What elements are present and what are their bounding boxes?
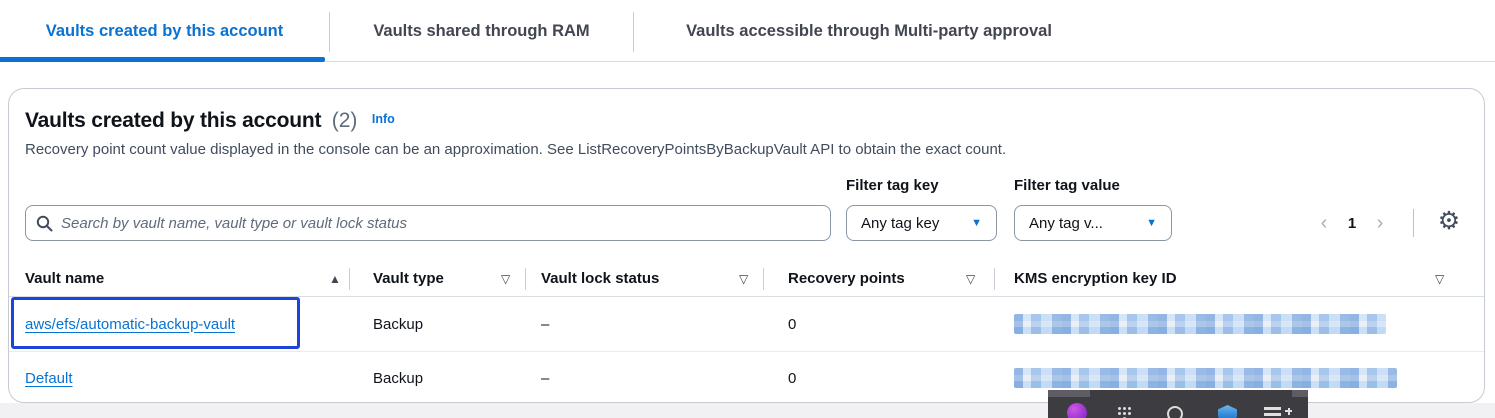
sort-icon[interactable]: ▽ bbox=[501, 272, 511, 286]
next-page-button[interactable]: › bbox=[1376, 212, 1384, 234]
kms-key-redacted-value bbox=[1014, 368, 1397, 388]
search-icon bbox=[36, 215, 53, 231]
tab-label: Vaults accessible through Multi-party ap… bbox=[686, 21, 1052, 40]
tag-value-selected-value: Any tag v... bbox=[1029, 214, 1103, 232]
column-divider bbox=[525, 268, 526, 290]
vault-link-aws-efs[interactable]: aws/efs/automatic-backup-vault bbox=[25, 315, 236, 333]
previous-page-button[interactable]: ‹ bbox=[1320, 212, 1328, 234]
column-divider bbox=[994, 268, 995, 290]
circle-app-icon[interactable] bbox=[1167, 406, 1183, 418]
table-row: aws/efs/automatic-backup-vault Backup – … bbox=[9, 297, 1484, 351]
sort-ascending-icon[interactable]: ▲ bbox=[329, 272, 341, 286]
tab-vaults-multiparty[interactable]: Vaults accessible through Multi-party ap… bbox=[634, 0, 1104, 62]
column-header-vault-name[interactable]: Vault name bbox=[25, 270, 105, 287]
kms-key-redacted-value bbox=[1014, 314, 1386, 334]
vault-type-cell: Backup bbox=[373, 369, 424, 387]
table-row: Default Backup – 0 bbox=[9, 351, 1484, 404]
tab-label: Vaults created by this account bbox=[45, 21, 284, 40]
column-divider bbox=[349, 268, 350, 290]
info-link[interactable]: Info bbox=[371, 112, 395, 126]
tab-vaults-shared-ram[interactable]: Vaults shared through RAM bbox=[330, 0, 633, 62]
vault-lock-status-cell: – bbox=[541, 369, 550, 387]
pagination: ‹ 1 › bbox=[1311, 205, 1393, 241]
tab-label: Vaults shared through RAM bbox=[373, 21, 590, 40]
chevron-down-icon: ▼ bbox=[1146, 217, 1157, 229]
purple-app-icon[interactable] bbox=[1067, 403, 1087, 418]
column-header-vault-lock-status[interactable]: Vault lock status bbox=[541, 270, 660, 287]
dots-app-icon[interactable] bbox=[1118, 407, 1121, 410]
vault-link-default[interactable]: Default bbox=[25, 369, 73, 387]
vault-type-cell: Backup bbox=[373, 315, 424, 333]
tab-divider bbox=[633, 12, 634, 52]
os-taskbar-fragment bbox=[1048, 390, 1308, 418]
recovery-points-cell: 0 bbox=[788, 315, 797, 333]
tag-key-selected-value: Any tag key bbox=[861, 214, 940, 232]
taskbar-notch bbox=[1292, 390, 1308, 397]
search-input[interactable] bbox=[61, 214, 820, 232]
column-header-vault-type[interactable]: Vault type bbox=[373, 270, 444, 287]
table-header-row: Vault name ▲ Vault type ▽ Vault lock sta… bbox=[9, 261, 1484, 297]
panel-description: Recovery point count value displayed in … bbox=[25, 141, 1007, 158]
vault-count: (2) bbox=[331, 109, 358, 132]
tab-vaults-created[interactable]: Vaults created by this account bbox=[0, 0, 329, 62]
menu-app-icon[interactable] bbox=[1264, 407, 1281, 410]
page-title: Vaults created by this account bbox=[25, 109, 322, 132]
taskbar-notch bbox=[1048, 390, 1090, 397]
tag-key-dropdown[interactable]: Any tag key ▼ bbox=[846, 205, 997, 241]
panel-header: Vaults created by this account (2) Info bbox=[25, 109, 395, 133]
column-header-recovery-points[interactable]: Recovery points bbox=[788, 270, 905, 287]
plus-icon bbox=[1285, 407, 1292, 415]
chevron-down-icon: ▼ bbox=[971, 217, 982, 229]
current-page-number[interactable]: 1 bbox=[1347, 214, 1357, 232]
tab-bar: Vaults created by this account Vaults sh… bbox=[0, 0, 1495, 62]
sort-icon[interactable]: ▽ bbox=[966, 272, 976, 286]
vault-search bbox=[25, 205, 831, 241]
filter-tag-key-label: Filter tag key bbox=[846, 177, 939, 194]
filter-tag-value-label: Filter tag value bbox=[1014, 177, 1120, 194]
toolbar-divider bbox=[1413, 209, 1414, 237]
vaults-panel: Vaults created by this account (2) Info … bbox=[8, 88, 1485, 403]
column-header-kms-key[interactable]: KMS encryption key ID bbox=[1014, 270, 1177, 287]
gear-icon[interactable]: ⚙ bbox=[1437, 207, 1461, 235]
recovery-points-cell: 0 bbox=[788, 369, 797, 387]
column-divider bbox=[763, 268, 764, 290]
sort-icon[interactable]: ▽ bbox=[1435, 272, 1445, 286]
vault-lock-status-cell: – bbox=[541, 315, 550, 333]
shield-app-icon[interactable] bbox=[1218, 405, 1237, 418]
active-tab-underline bbox=[0, 57, 325, 62]
tab-divider bbox=[329, 12, 330, 52]
tag-value-dropdown[interactable]: Any tag v... ▼ bbox=[1014, 205, 1172, 241]
sort-icon[interactable]: ▽ bbox=[739, 272, 749, 286]
